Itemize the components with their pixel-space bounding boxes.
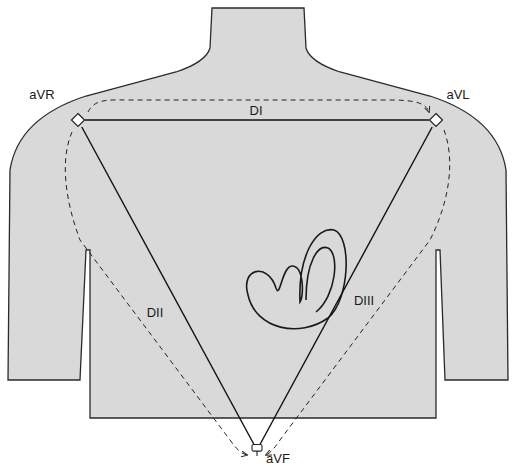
- electrode-symbol: [71, 113, 85, 127]
- lead-line: [260, 127, 432, 444]
- lead-line: [85, 119, 429, 120]
- lead-name: DII: [145, 305, 166, 320]
- lead-label: aVL: [446, 87, 469, 102]
- dashed-arrow: [266, 130, 450, 455]
- electrode-diamond: [430, 114, 443, 127]
- lead-name: DI: [248, 103, 265, 118]
- lead-name: DIII: [352, 293, 376, 308]
- heart-inner-loop: [306, 247, 335, 312]
- electrode-pin: [252, 445, 262, 452]
- electrode: aVR: [71, 113, 85, 127]
- electrode: aVF: [251, 444, 263, 456]
- lead-label: aVR: [29, 87, 54, 102]
- torso-outline: [8, 8, 508, 418]
- electrode-symbol: [429, 113, 443, 127]
- dashed-arrow: [65, 132, 247, 455]
- electrode: aVL: [429, 113, 443, 127]
- electrode-pin: [256, 451, 257, 456]
- lead-line: [82, 127, 254, 444]
- electrode-diamond: [72, 114, 85, 127]
- lead-label: aVF: [266, 451, 290, 466]
- electrode-symbol: [251, 444, 263, 456]
